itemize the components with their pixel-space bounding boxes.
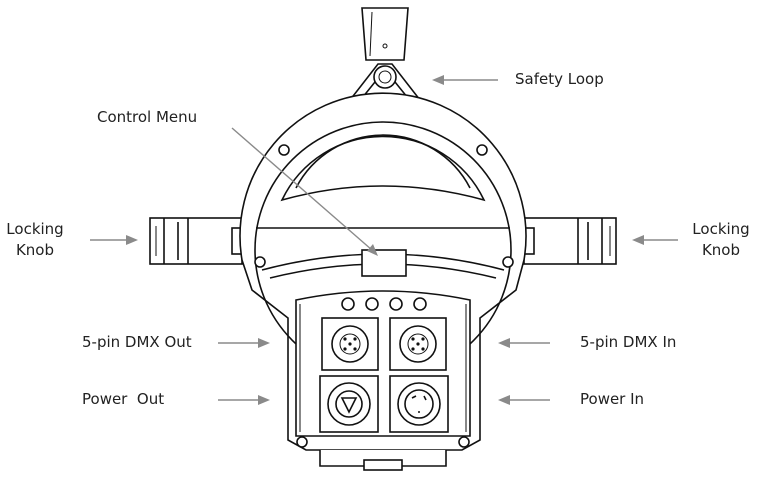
power-in-arrow bbox=[498, 395, 550, 405]
locking-knob-left bbox=[149, 217, 247, 265]
control-menu-arrow bbox=[231, 127, 378, 256]
locking-knob-right bbox=[519, 217, 617, 265]
locking-knob-left-line1: Locking bbox=[6, 220, 64, 238]
safety-loop-arrow bbox=[432, 75, 498, 85]
safety-loop-label: Safety Loop bbox=[515, 70, 604, 88]
fixture-body bbox=[239, 92, 527, 471]
locking-knob-left-line2: Knob bbox=[15, 241, 55, 259]
locking-knob-right-arrow bbox=[632, 235, 678, 245]
power-in-connector bbox=[389, 375, 449, 433]
dmx-out-label: 5-pin DMX Out bbox=[82, 333, 192, 351]
locking-knob-right-line1: Locking bbox=[692, 220, 750, 238]
power-out-arrow bbox=[218, 395, 270, 405]
dmx-in-arrow bbox=[498, 338, 550, 348]
locking-knob-left-arrow bbox=[90, 235, 138, 245]
locking-knob-right-line2: Knob bbox=[701, 241, 741, 259]
dmx-out-connector bbox=[321, 317, 379, 371]
power-in-label: Power In bbox=[580, 390, 645, 408]
dmx-in-connector bbox=[389, 317, 447, 371]
dmx-in-label: 5-pin DMX In bbox=[580, 333, 677, 351]
locking-knob-left-label: Locking Knob bbox=[4, 219, 66, 261]
dmx-out-arrow bbox=[218, 338, 270, 348]
control-menu-panel bbox=[341, 249, 427, 311]
power-out-connector bbox=[319, 375, 379, 433]
power-out-label: Power Out bbox=[82, 390, 165, 408]
locking-knob-right-label: Locking Knob bbox=[688, 219, 754, 261]
control-menu-label: Control Menu bbox=[97, 108, 198, 126]
